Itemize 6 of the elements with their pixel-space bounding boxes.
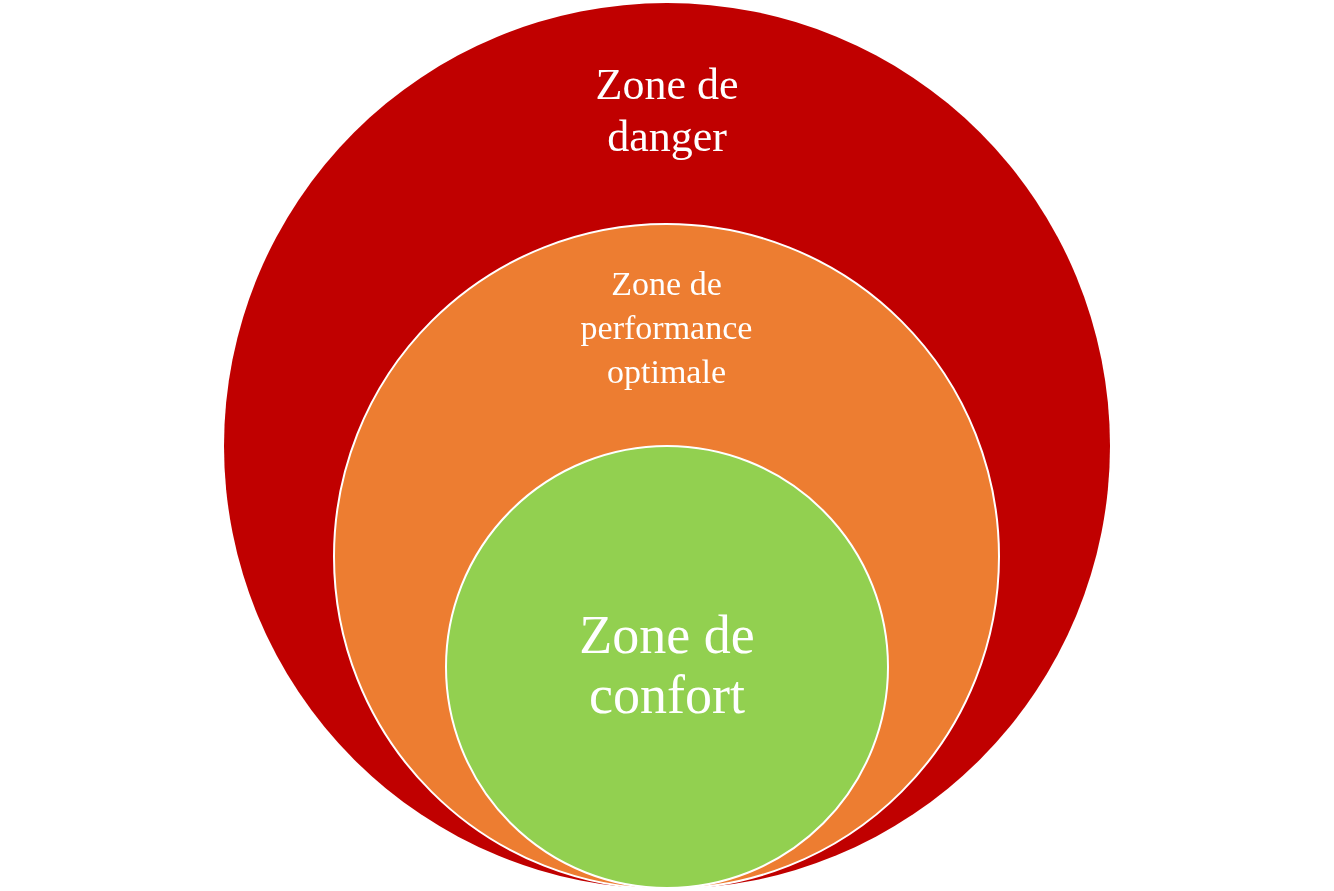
outer-circle xyxy=(224,3,1110,889)
inner-circle xyxy=(445,445,889,889)
zone-label: Zone de danger xyxy=(594,59,740,163)
zone-label: Zone de confort xyxy=(578,605,756,725)
zone-label: Zone de performance optimale xyxy=(579,264,754,392)
middle-circle xyxy=(333,223,1000,890)
